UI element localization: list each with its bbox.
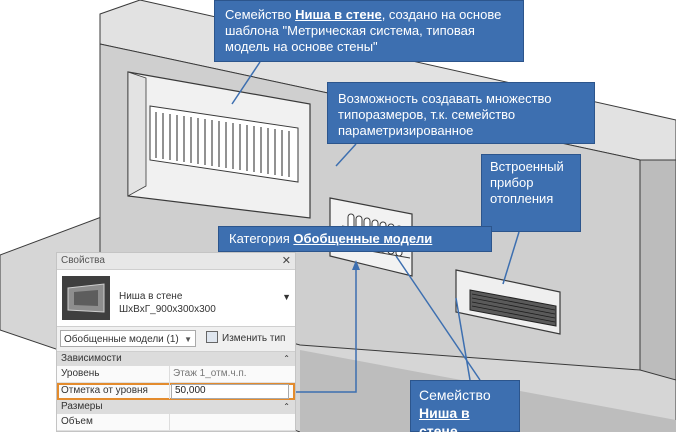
properties-title: Свойства <box>61 255 105 266</box>
wall-niche-icon <box>67 283 105 313</box>
type-family-name: Ниша в стене <box>119 291 183 302</box>
type-size-name: ШхВхГ_900х300х300 <box>119 304 216 315</box>
callout-family-info: Семейство Ниша в стене, создано на основ… <box>214 0 524 62</box>
property-row-offset[interactable]: Отметка от уровня 50,000 <box>57 383 295 400</box>
niche-large-side <box>127 71 147 197</box>
properties-panel: Свойства ✕ Ниша в стене ШхВхГ_900х300х30… <box>56 252 296 432</box>
property-row-volume[interactable]: Объем <box>57 414 295 431</box>
property-row-level[interactable]: Уровень Этаж 1_отм.ч.п. <box>57 366 295 383</box>
convector-grille <box>469 289 557 327</box>
edit-type-icon <box>206 331 218 343</box>
type-name: Ниша в стене ШхВхГ_900х300х300 <box>119 290 216 316</box>
offset-value: 50,000 <box>175 385 206 396</box>
callout-types-info: Возможность создавать множество типоразм… <box>327 82 595 144</box>
collapse-icon: ⌃ <box>283 354 290 363</box>
category-filter-select[interactable]: Обобщенные модели (1) ▼ <box>60 330 196 347</box>
callout-types-text: Возможность создавать множество типоразм… <box>338 91 552 138</box>
collapse-icon: ⌃ <box>283 402 290 411</box>
callout-heater-info: Встроенный прибор отопления <box>481 154 581 232</box>
callout-heater-text: Встроенный прибор отопления <box>490 159 564 206</box>
category-row: Обобщенные модели (1) ▼ Изменить тип <box>57 327 295 352</box>
section-dimensions-label: Размеры <box>61 401 103 412</box>
callout-family-post: , создано на основе шаблона "Метрическая… <box>225 7 502 54</box>
callout-family-pre: Семейство <box>225 7 296 22</box>
level-value: Этаж 1_отм.ч.п. <box>173 368 247 379</box>
callout-niche-line1: Семейство <box>419 387 491 403</box>
wall-end-face <box>639 159 676 381</box>
level-label: Уровень <box>61 366 170 382</box>
section-constraints-label: Зависимости <box>61 353 122 364</box>
section-constraints[interactable]: Зависимости ⌃ <box>57 352 295 366</box>
category-filter-value: Обобщенные модели (1) <box>64 334 179 345</box>
chevron-down-icon: ▼ <box>184 335 192 344</box>
callout-niche-info: Семейство Ниша в стене <box>410 380 520 439</box>
type-dropdown-icon[interactable]: ▼ <box>282 292 291 302</box>
section-dimensions[interactable]: Размеры ⌃ <box>57 400 295 414</box>
type-selector[interactable]: Ниша в стене ШхВхГ_900х300х300 ▼ <box>57 270 295 327</box>
callout-category-info: Категория Обобщенные модели <box>218 226 492 252</box>
type-thumbnail <box>62 276 110 320</box>
offset-label: Отметка от уровня <box>61 383 170 399</box>
callout-niche-name: Ниша в стене <box>419 405 470 439</box>
callout-category-pre: Категория <box>229 231 294 246</box>
volume-label: Объем <box>61 414 170 430</box>
offset-input[interactable] <box>171 384 289 399</box>
callout-category-name: Обобщенные модели <box>293 231 433 246</box>
edit-type-button[interactable]: Изменить тип <box>203 330 293 347</box>
properties-title-bar: Свойства ✕ <box>57 253 295 270</box>
close-icon[interactable]: ✕ <box>281 255 291 267</box>
edit-type-label: Изменить тип <box>222 333 286 344</box>
callout-family-name: Ниша в стене <box>295 7 382 22</box>
radiator-large <box>149 105 299 183</box>
